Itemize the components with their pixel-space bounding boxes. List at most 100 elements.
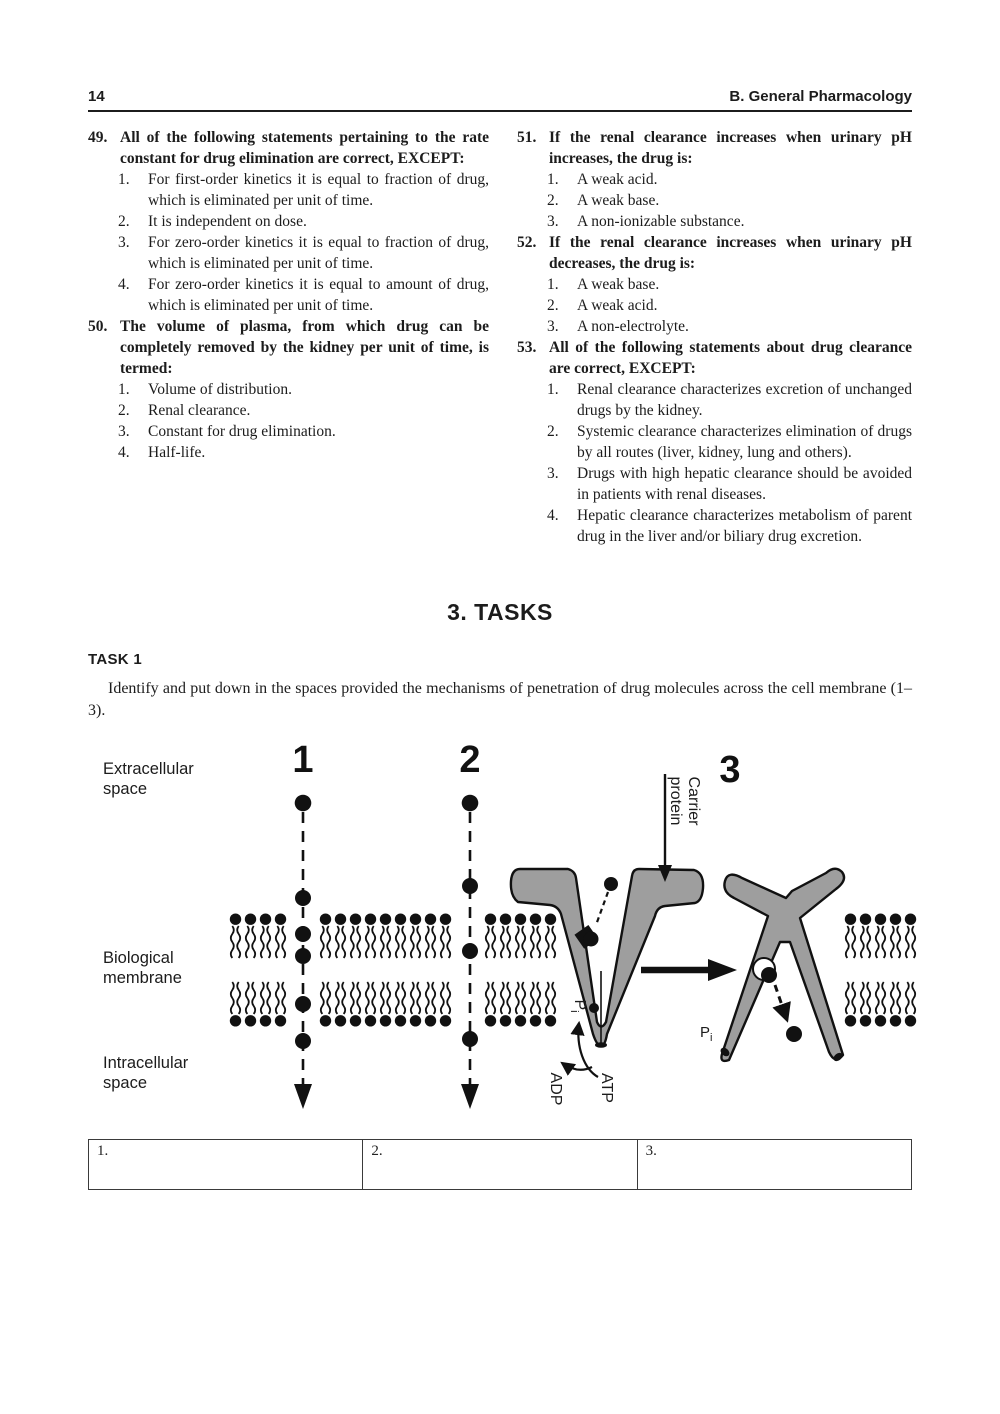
option-number: 4. — [547, 507, 559, 524]
answer-option: 3. Drugs with high hepatic clearance shou… — [547, 463, 912, 505]
task-1-label: TASK 1 — [88, 651, 143, 668]
answer-option: 3. A non-electrolyte. — [547, 316, 912, 337]
svg-text:space: space — [103, 1074, 147, 1092]
option-number: 1. — [547, 171, 559, 188]
option-number: 1. — [118, 171, 130, 188]
option-number: 2. — [118, 402, 130, 419]
question-number: 51. — [517, 129, 537, 146]
option-text: For first-order kinetics it is equal to … — [148, 171, 489, 209]
option-text: Volume of distribution. — [148, 381, 292, 398]
bound-drug-dot — [583, 931, 599, 947]
question-number: 49. — [88, 129, 108, 146]
question-52-options: 1. A weak base. 2. A weak acid. 3. A non-el… — [547, 274, 912, 337]
drug-molecule-dot — [295, 996, 311, 1012]
option-text: A weak acid. — [577, 297, 658, 314]
right-column: 51. If the renal clearance increases whe… — [517, 127, 912, 547]
option-text: Constant for drug elimination. — [148, 423, 336, 440]
option-text: A non-electrolyte. — [577, 318, 689, 335]
option-text: Renal clearance characterizes excretion … — [577, 381, 912, 419]
svg-text:space: space — [103, 780, 147, 798]
answer-option: 4. For zero-order kinetics it is equal to… — [118, 274, 489, 316]
option-number: 1. — [118, 381, 130, 398]
mechanism-number-2: 2 — [459, 739, 480, 781]
atp-to-pi-arrow — [570, 1020, 599, 1078]
answer-option: 3. Constant for drug elimination. — [118, 421, 489, 442]
option-text: A non-ionizable substance. — [577, 213, 745, 230]
answer-option: 1. Renal clearance characterizes excretio… — [547, 379, 912, 421]
answer-option: 2. A weak acid. — [547, 295, 912, 316]
atp-label: ATP — [598, 1073, 615, 1103]
option-text: For zero-order kinetics it is equal to a… — [148, 276, 489, 314]
section-title: B. General Pharmacology — [729, 88, 912, 105]
task-1-instruction: Identify and put down in the spaces prov… — [88, 680, 912, 719]
mechanism-number-1: 1 — [292, 739, 313, 781]
option-number: 3. — [118, 234, 130, 251]
svg-text:Carrier: Carrier — [685, 777, 702, 827]
option-text: For zero-order kinetics it is equal to f… — [148, 234, 489, 272]
option-number: 1. — [547, 276, 559, 293]
question-53: 53. All of the following statements abou… — [517, 337, 912, 379]
bound-drug-dot — [761, 967, 777, 983]
option-number: 1. — [547, 381, 559, 398]
tasks-section-heading: 3. TASKS — [447, 599, 553, 625]
answer-cell-1: 1. — [89, 1140, 364, 1189]
option-text: Drugs with high hepatic clearance should… — [577, 465, 912, 503]
question-stem: All of the following statements about dr… — [549, 339, 912, 377]
diffusion-arrow-2 — [461, 794, 479, 1109]
pi-label: Pi — [568, 999, 588, 1012]
drug-molecule-dot — [462, 943, 478, 959]
answer-option: 2.It is independent on dose. — [118, 211, 489, 232]
question-stem: If the renal clearance increases when ur… — [549, 129, 912, 167]
answer-option: 1. Volume of distribution. — [118, 379, 489, 400]
question-stem: All of the following statements pertaini… — [120, 129, 489, 167]
adp-label: ADP — [547, 1073, 564, 1106]
carrier-protein-open-in: Pi — [700, 867, 846, 1063]
option-text: Hepatic clearance characterizes metaboli… — [577, 507, 912, 545]
drug-molecule-dot — [462, 1031, 478, 1047]
option-text: Renal clearance. — [148, 402, 251, 419]
question-49: 49. All of the following statements pert… — [88, 127, 489, 169]
drug-molecule-dot — [294, 794, 312, 812]
left-column: 49. All of the following statements pert… — [88, 127, 489, 547]
drug-molecule-dot — [295, 926, 311, 942]
drug-molecule-dot — [295, 1033, 311, 1049]
lipid-bilayer — [228, 913, 918, 1027]
question-51-options: 1.A weak acid. 2.A weak base. 3.A non-io… — [547, 169, 912, 232]
option-number: 3. — [547, 465, 559, 482]
page-number: 14 — [88, 88, 105, 105]
region-label-biological-membrane: Biological membrane — [103, 949, 182, 987]
question-number: 53. — [517, 339, 537, 356]
svg-text:membrane: membrane — [103, 969, 182, 987]
pi-label: Pi — [700, 1024, 712, 1044]
question-50-options: 1. Volume of distribution. 2. Renal cleara… — [118, 379, 489, 463]
question-50: 50. The volume of plasma, from which dru… — [88, 316, 489, 379]
drug-molecule-dot — [295, 890, 311, 906]
option-text: A weak base. — [577, 276, 660, 293]
option-number: 2. — [118, 213, 130, 230]
option-text: Half-life. — [148, 444, 206, 461]
answer-option: 1.A weak acid. — [547, 169, 912, 190]
region-label-intracellular: Intracellular space — [103, 1054, 189, 1092]
option-number: 2. — [547, 297, 559, 314]
diffusion-arrow-1 — [294, 794, 312, 1109]
drug-molecule-dot — [604, 877, 618, 891]
answer-option: 4. Hepatic clearance characterizes metabo… — [547, 505, 912, 547]
option-number: 3. — [547, 213, 559, 230]
option-number: 4. — [118, 444, 130, 461]
drug-molecule-dot — [461, 794, 479, 812]
region-label-extracellular: Extracellular space — [103, 760, 194, 798]
option-text: Systemic clearance characterizes elimina… — [577, 423, 912, 461]
svg-text:protein: protein — [667, 777, 684, 826]
question-columns: 49. All of the following statements pert… — [88, 127, 912, 547]
to-adp-arrow — [560, 1061, 593, 1076]
release-dashed-arrow — [772, 984, 791, 1023]
drug-molecule-dot — [295, 948, 311, 964]
option-number: 3. — [547, 318, 559, 335]
option-number: 4. — [118, 276, 130, 293]
binding-dashed-arrow — [594, 891, 610, 926]
option-text: A weak base. — [577, 192, 660, 209]
option-number: 3. — [118, 423, 130, 440]
option-number: 2. — [547, 423, 559, 440]
question-52: 52. If the renal clearance increases whe… — [517, 232, 912, 274]
svg-text:Biological: Biological — [103, 949, 174, 967]
